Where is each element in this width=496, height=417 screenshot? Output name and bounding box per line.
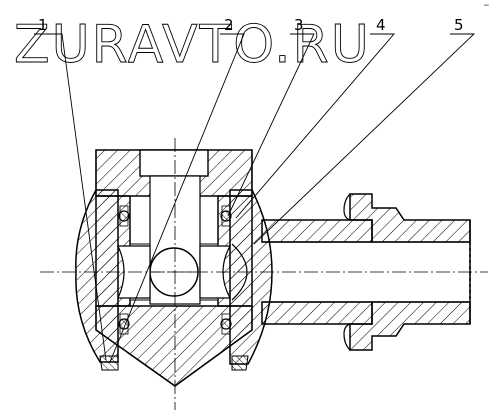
union-nut [343,193,471,351]
outlet-pipe [261,219,470,325]
callout-number-4: 4 [376,16,386,34]
callout-number-5: 5 [454,16,464,34]
corner-note: Ver [484,3,490,7]
callout-number-2: 2 [224,16,234,34]
center-lines [40,138,488,410]
leader-lines [34,33,476,363]
left-cap [75,189,119,371]
seal-rings [118,205,232,335]
callout-number-1: 1 [38,16,48,34]
callout-number-3: 3 [294,16,304,34]
watermark-text: ZURAVTO.RU [14,15,371,75]
valve-seats [117,243,248,301]
